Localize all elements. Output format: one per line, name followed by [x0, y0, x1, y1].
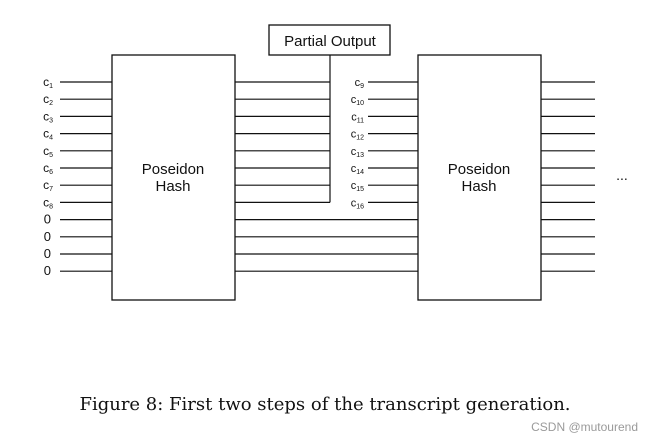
middle-input-label-12: c12 — [351, 129, 364, 142]
poseidon-hash-label-left-line1: Poseidon — [142, 161, 205, 178]
middle-input-label-16: c16 — [351, 197, 364, 210]
left-input-label-10: 0 — [44, 229, 51, 244]
transcript-diagram: Partial Output Poseidon Hash Poseidon Ha… — [43, 24, 628, 301]
partial-output-box — [268, 24, 391, 56]
left-input-label-8: c8 — [43, 195, 53, 210]
middle-input-label-13: c13 — [351, 146, 364, 159]
left-input-label-12: 0 — [44, 263, 51, 278]
figure-caption: Figure 8: First two steps of the transcr… — [79, 394, 571, 415]
middle-input-label-11: c11 — [351, 111, 364, 124]
left-input-label-4: c4 — [43, 127, 53, 142]
left-input-label-2: c2 — [43, 92, 53, 107]
poseidon-hash-label-right-line2: Hash — [461, 178, 496, 195]
poseidon-hash-label-right-line1: Poseidon — [448, 161, 511, 178]
continuation-ellipsis: ... — [616, 167, 628, 183]
left-input-label-7: c7 — [43, 178, 53, 193]
left-input-label-5: c5 — [43, 144, 53, 159]
partial-output-label: Partial Output — [284, 33, 377, 50]
input-label-group: c1 c2 c3 c4 c5 c6 c7 c8 0 0 0 0 c9 c10 c11 c12 c13 c14 c15… — [43, 75, 364, 278]
middle-input-label-10: c10 — [351, 94, 364, 107]
poseidon-hash-box-right — [417, 54, 542, 301]
watermark: CSDN @mutourend — [531, 420, 638, 434]
left-input-label-6: c6 — [43, 161, 53, 176]
poseidon-hash-box-left — [111, 54, 236, 301]
left-input-label-3: c3 — [43, 109, 53, 124]
left-input-label-9: 0 — [44, 212, 51, 227]
middle-input-label-14: c14 — [351, 163, 364, 176]
left-input-label-11: 0 — [44, 246, 51, 261]
poseidon-hash-label-left-line2: Hash — [155, 178, 190, 195]
wire-group — [60, 55, 595, 272]
middle-input-label-9: c9 — [355, 77, 365, 90]
left-input-label-1: c1 — [43, 75, 53, 90]
middle-input-label-15: c15 — [351, 180, 364, 193]
